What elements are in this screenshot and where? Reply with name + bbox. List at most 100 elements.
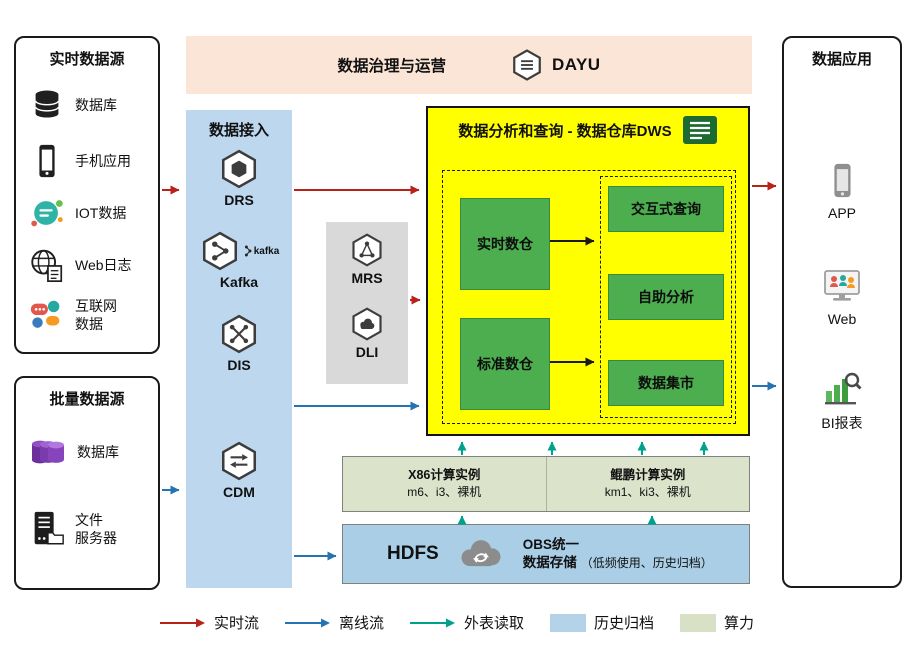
service-dli: DLI <box>326 306 408 360</box>
source-item-label: 数据库 <box>77 443 119 460</box>
dli-cloud-icon <box>349 306 385 342</box>
app-item-label: BI报表 <box>821 415 863 431</box>
hdfs-label: HDFS <box>387 543 439 564</box>
archive-swatch <box>550 613 586 632</box>
app-item-web: Web <box>784 266 900 327</box>
warehouse-realtime: 实时数仓 <box>460 198 550 290</box>
file-server-icon <box>28 510 66 548</box>
source-item-database: 数据库 <box>28 86 154 124</box>
web-log-icon <box>28 246 66 284</box>
compute-kunpeng-subtitle: km1、ki3、裸机 <box>604 485 691 500</box>
kafka-hexagon-icon <box>199 230 241 272</box>
service-cdm: CDM <box>186 440 292 500</box>
purple-database-icon <box>28 432 68 472</box>
service-drs: DRS <box>186 148 292 208</box>
obs-cloud-icon <box>455 536 507 572</box>
kafka-logo-icon <box>244 245 252 257</box>
source-item-mobile-app: 手机应用 <box>28 142 154 180</box>
legend-item-compute: 算力 <box>680 612 754 633</box>
service-label: MRS <box>351 270 383 286</box>
compute-swatch <box>680 613 717 632</box>
dis-hexagon-icon <box>218 313 260 355</box>
service-label: DIS <box>227 357 251 373</box>
source-item-iot: IOT数据 <box>28 194 154 232</box>
batch-sources-title: 批量数据源 <box>49 391 125 408</box>
source-item-web-log: Web日志 <box>28 246 154 284</box>
service-label: CDM <box>223 484 255 500</box>
legend-label: 离线流 <box>338 615 384 632</box>
realtime-sources-title: 实时数据源 <box>49 51 125 68</box>
dws-title-row: 数据分析和查询 - 数据仓库DWS <box>428 115 748 145</box>
app-phone-icon <box>823 162 861 200</box>
kafka-logo-text: kafka <box>253 245 280 257</box>
kafka-logo: kafka <box>244 244 280 258</box>
warehouse-standard: 标准数仓 <box>460 318 550 410</box>
service-label: DRS <box>224 192 254 208</box>
realtime-sources-panel: 实时数据源 数据库 手机应用 <box>14 36 160 354</box>
service-interactive-query: 交互式查询 <box>608 186 724 232</box>
obs-line1: OBS统一 <box>522 537 579 553</box>
governance-banner: 数据治理与运营 DAYU <box>186 36 752 94</box>
source-item-label: 文件 服务器 <box>75 511 117 546</box>
ingestion-panel: 数据接入 DRS <box>186 110 292 588</box>
source-item-label: 互联网 数据 <box>75 297 117 332</box>
dayu-logo: DAYU <box>510 48 601 82</box>
compute-x86-subtitle: m6、i3、裸机 <box>407 485 482 500</box>
source-item-file-server: 文件 服务器 <box>28 510 154 548</box>
dws-inner-border <box>442 170 736 424</box>
legend-item-realtime-flow: 实时流 <box>159 612 259 633</box>
compute-kunpeng-title: 鲲鹏计算实例 <box>610 467 686 482</box>
obs-line2: 数据存储 <box>522 555 577 570</box>
compute-kunpeng: 鲲鹏计算实例 km1、ki3、裸机 <box>547 457 750 511</box>
web-monitor-icon <box>822 266 862 306</box>
governance-title: 数据治理与运营 <box>337 58 446 75</box>
legend-label: 实时流 <box>213 615 259 632</box>
storage-bar: HDFS OBS统一 数据存储 （低频使用、历史归档） <box>342 524 750 584</box>
app-item-app: APP <box>784 162 900 221</box>
compute-bar: X86计算实例 m6、i3、裸机 鲲鹏计算实例 km1、ki3、裸机 <box>342 456 750 512</box>
service-mrs: MRS <box>326 232 408 286</box>
mrs-hexagon-icon <box>349 232 385 268</box>
dws-services-border <box>600 176 732 418</box>
dws-doc-icon <box>682 115 718 145</box>
compute-x86: X86计算实例 m6、i3、裸机 <box>343 457 547 511</box>
service-label: DLI <box>355 344 379 360</box>
app-item-label: APP <box>827 205 856 221</box>
mobile-app-icon <box>28 142 66 180</box>
service-self-analysis: 自助分析 <box>608 274 724 320</box>
processing-box: MRS DLI <box>326 222 408 384</box>
source-item-batch-database: 数据库 <box>28 432 154 472</box>
iot-icon <box>28 194 66 232</box>
source-item-label: 数据库 <box>75 96 117 113</box>
internet-data-icon <box>28 296 66 334</box>
service-label: Kafka <box>219 274 259 290</box>
drs-hexagon-icon <box>218 148 260 190</box>
legend-label: 算力 <box>724 615 755 632</box>
applications-panel: 数据应用 APP W <box>782 36 902 588</box>
compute-x86-title: X86计算实例 <box>408 467 481 482</box>
app-item-label: Web <box>827 311 857 327</box>
source-item-internet-data: 互联网 数据 <box>28 296 154 334</box>
source-item-label: Web日志 <box>75 256 132 273</box>
service-data-mart: 数据集市 <box>608 360 724 406</box>
database-icon <box>28 86 66 124</box>
service-kafka: kafka Kafka <box>186 230 292 290</box>
ingestion-title: 数据接入 <box>208 122 269 139</box>
cdm-hexagon-icon <box>218 440 260 482</box>
blue-arrow-icon <box>284 618 330 627</box>
bi-report-icon <box>822 368 862 408</box>
dws-panel: 数据分析和查询 - 数据仓库DWS 实时数仓 标准数仓 交互式查询 自助分析 数… <box>426 106 750 436</box>
teal-arrow-icon <box>409 618 455 627</box>
legend: 实时流 离线流 外表读取 历史归档 算力 <box>0 612 914 633</box>
dws-title: 数据分析和查询 - 数据仓库DWS <box>458 122 672 140</box>
red-arrow-icon <box>159 618 205 627</box>
source-item-label: IOT数据 <box>75 204 127 221</box>
storage-note: （低频使用、历史归档） <box>580 556 713 570</box>
applications-title: 数据应用 <box>811 51 872 68</box>
batch-sources-panel: 批量数据源 数据库 <box>14 376 160 590</box>
dayu-icon <box>510 48 544 82</box>
service-dis: DIS <box>186 313 292 373</box>
legend-item-archive: 历史归档 <box>550 612 654 633</box>
obs-text-block: OBS统一 数据存储 （低频使用、历史归档） <box>523 536 713 571</box>
dayu-logo-text: DAYU <box>551 55 601 74</box>
